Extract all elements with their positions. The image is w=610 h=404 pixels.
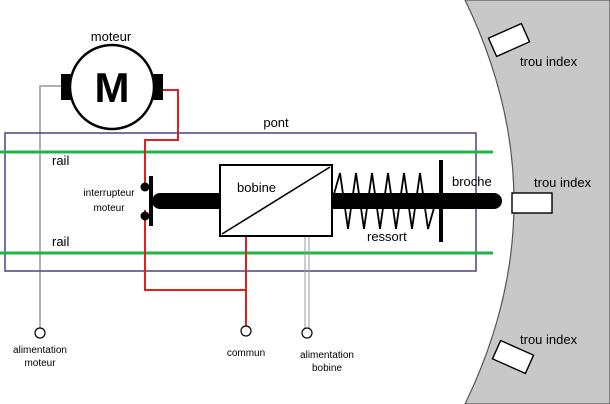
terminal-alimentation-moteur xyxy=(34,327,46,339)
label-broche: broche xyxy=(452,174,492,189)
spring-coils xyxy=(331,172,437,230)
label-interrupteur-line1: interrupteur xyxy=(83,188,135,199)
label-moteur: moteur xyxy=(91,29,132,44)
label-trou-index-top: trou index xyxy=(520,54,578,69)
index-hole-bottom xyxy=(491,339,535,375)
label-trou-index-mid: trou index xyxy=(534,175,592,190)
index-hole-top xyxy=(487,22,531,58)
label-commun: commun xyxy=(227,348,265,359)
label-trou-index-bottom: trou index xyxy=(520,332,578,347)
interrupter-contact-bottom xyxy=(140,211,150,221)
index-hole-mid xyxy=(511,192,553,214)
motor-supply-wire xyxy=(39,85,61,328)
coil-diagonal xyxy=(221,166,331,235)
label-ressort: ressort xyxy=(367,229,407,244)
label-alimentation-moteur-line1: alimentation xyxy=(13,345,67,356)
label-alimentation-bobine-line1: alimentation xyxy=(300,350,354,361)
label-pont: pont xyxy=(263,115,289,130)
label-bobine: bobine xyxy=(237,180,276,195)
label-interrupteur-line2: moteur xyxy=(93,203,125,214)
motor-letter: M xyxy=(95,64,130,111)
terminal-alimentation-bobine xyxy=(301,327,313,339)
common-red-wire xyxy=(144,210,247,326)
label-rail-top: rail xyxy=(52,153,69,168)
terminal-commun xyxy=(240,325,252,337)
label-alimentation-bobine-line2: bobine xyxy=(312,363,342,374)
label-alimentation-moteur-line2: moteur xyxy=(24,358,56,369)
motor-red-wire xyxy=(144,89,179,190)
label-rail-bottom: rail xyxy=(52,234,69,249)
motor-body xyxy=(68,43,156,131)
interrupter-contact-top xyxy=(140,182,150,192)
